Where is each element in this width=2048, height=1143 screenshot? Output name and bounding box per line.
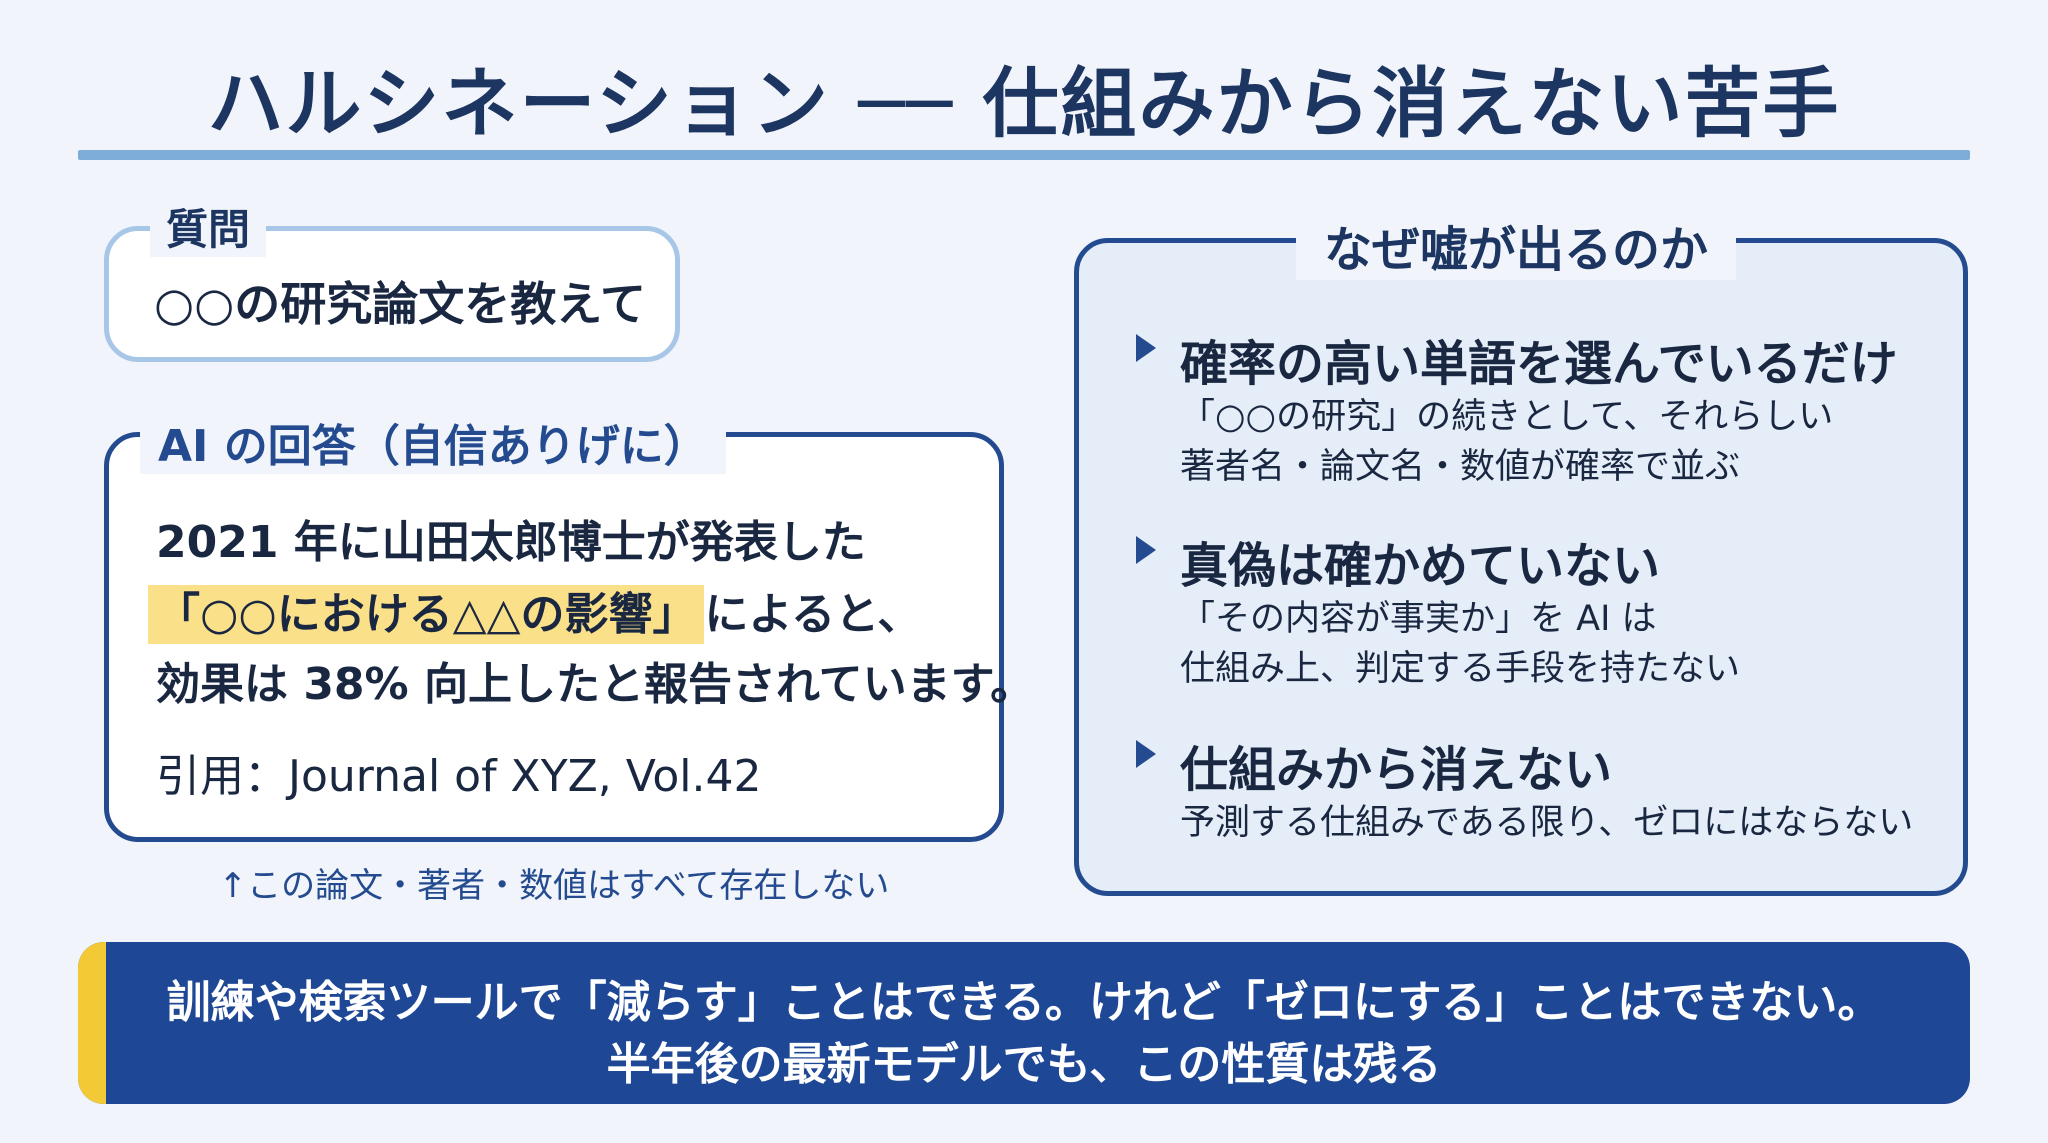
banner-accent-bar xyxy=(78,942,106,1104)
why-item-description-line: 「その内容が事実か」を AI は xyxy=(1180,599,1657,639)
why-item-heading: 確率の高い単語を選んでいるだけ xyxy=(1180,336,1898,392)
ai-answer-label: AI の回答（自信ありげに） xyxy=(140,410,726,474)
question-text: ○○の研究論文を教えて xyxy=(154,277,646,331)
triangle-bullet-icon xyxy=(1136,536,1156,564)
why-item-description: 「○○の研究」の続きとして、それらしい 著者名・論文名・数値が確率で並ぶ xyxy=(1180,392,1833,492)
ai-answer-line-2: 「○○における△△の影響」によると、 xyxy=(148,578,922,644)
why-item-description: 予測する仕組みである限り、ゼロにはならない xyxy=(1180,798,1913,848)
why-item-description-line: 「○○の研究」の続きとして、それらしい xyxy=(1180,397,1834,437)
ai-answer-line-3: 効果は 38% 向上したと報告されています。 xyxy=(156,659,1035,710)
why-item-description-line: 仕組み上、判定する手段を持たない xyxy=(1180,649,1741,689)
fake-paper-title-highlight: 「○○における△△の影響」 xyxy=(148,585,705,644)
ai-answer-note: ↑この論文・著者・数値はすべて存在しない xyxy=(218,866,890,906)
ai-answer-citation: 引用：Journal of XYZ, Vol.42 xyxy=(156,751,762,802)
why-item-heading: 仕組みから消えない xyxy=(1180,742,1613,798)
why-item-description: 「その内容が事実か」を AI は 仕組み上、判定する手段を持たない xyxy=(1180,594,1740,694)
why-item-description-line: 著者名・論文名・数値が確率で並ぶ xyxy=(1180,447,1741,487)
triangle-bullet-icon xyxy=(1136,740,1156,768)
why-panel xyxy=(1074,238,1968,896)
triangle-bullet-icon xyxy=(1136,334,1156,362)
title-divider xyxy=(78,150,1970,160)
ai-answer-line-2-rest: によると、 xyxy=(704,589,922,640)
conclusion-banner: 訓練や検索ツールで「減らす」ことはできる。けれど「ゼロにする」ことはできない。 … xyxy=(78,942,1970,1104)
ai-answer-line-1: 2021 年に山田太郎博士が発表した xyxy=(156,517,866,568)
banner-line-2: 半年後の最新モデルでも、この性質は残る xyxy=(606,1039,1442,1090)
why-item-description-line: 予測する仕組みである限り、ゼロにはならない xyxy=(1180,803,1914,843)
banner-line-1: 訓練や検索ツールで「減らす」ことはできる。けれど「ゼロにする」ことはできない。 xyxy=(166,977,1882,1028)
page-title: ハルシネーション ── 仕組みから消えない苦手 xyxy=(207,59,1841,148)
why-item-heading: 真偽は確かめていない xyxy=(1180,538,1661,594)
question-label: 質問 xyxy=(150,196,267,257)
why-panel-title: なぜ嘘が出るのか xyxy=(1296,210,1737,280)
